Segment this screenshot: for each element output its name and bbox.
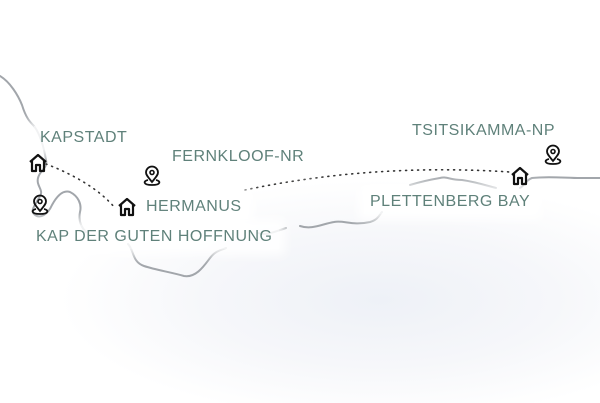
- label-hermanus: HERMANUS: [140, 195, 248, 219]
- pin-icon-fernkloof[interactable]: [141, 165, 163, 189]
- label-kapstadt: KAPSTADT: [34, 126, 134, 150]
- coastline-south: [127, 243, 227, 278]
- pin-icon-kap[interactable]: [29, 194, 51, 218]
- label-kap-der-guten-hoffnung: KAP DER GUTEN HOFFNUNG: [30, 225, 279, 249]
- label-fernkloof: FERNKLOOF-NR: [166, 145, 311, 169]
- label-plettenberg-bay: PLETTENBERG BAY: [364, 190, 537, 214]
- house-icon-tsitsikamma[interactable]: [509, 164, 531, 188]
- coastline-garden-route: [299, 211, 383, 229]
- route-line-east: [244, 168, 511, 191]
- coastline-plettenberg: [409, 176, 497, 189]
- pin-icon-tsitsikamma[interactable]: [542, 144, 564, 168]
- house-icon-hermanus[interactable]: [116, 195, 138, 219]
- coastline-east: [519, 176, 600, 189]
- route-line-west: [45, 163, 116, 209]
- house-icon-kapstadt[interactable]: [27, 151, 49, 175]
- label-tsitsikamma: TSITSIKAMMA-NP: [406, 119, 562, 143]
